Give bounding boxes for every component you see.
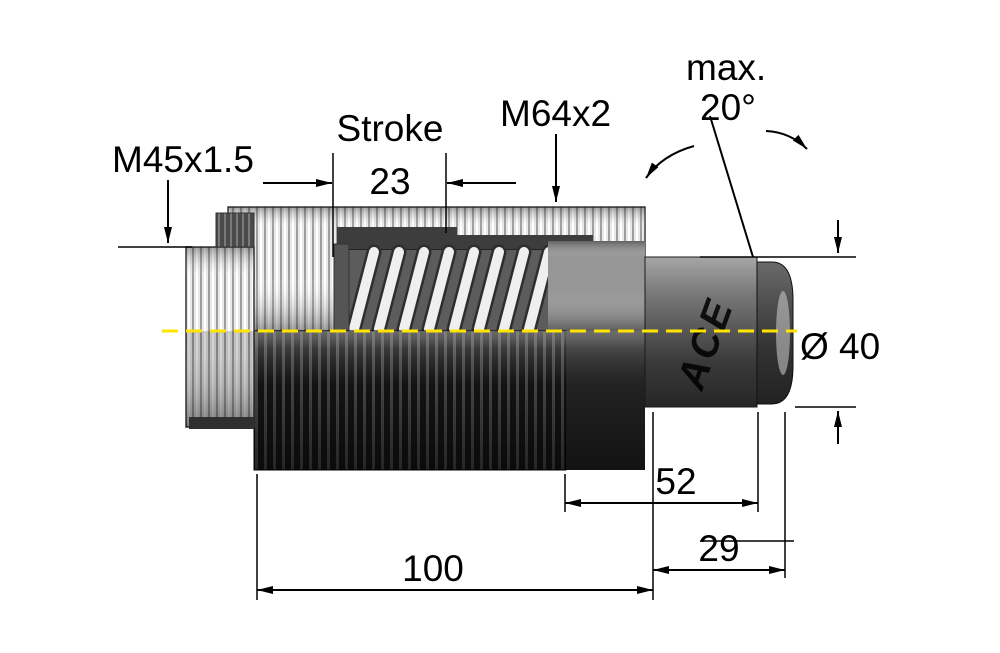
- angle-arc-arrow-right: [765, 130, 808, 150]
- length52-value: 52: [655, 461, 696, 502]
- lower-body-shading: [254, 331, 645, 470]
- left-stub-shading: [186, 247, 254, 427]
- inner-tube-section-left: [337, 227, 457, 249]
- length100-value: 100: [402, 548, 464, 589]
- stroke-label: Stroke: [337, 108, 444, 149]
- max-angle-label: max.: [686, 47, 766, 88]
- spring-coils: [349, 247, 554, 334]
- angle-arc-arrow-left: [645, 145, 695, 179]
- left-stub-bottom-edge: [189, 417, 254, 429]
- inner-guide-block-shading: [548, 241, 645, 331]
- dimension-annotations: M45x1.5 Stroke 23 M64x2 max. 20° Ø 40 10…: [112, 47, 880, 600]
- length29-value: 29: [698, 528, 739, 569]
- stroke-value: 23: [369, 161, 410, 202]
- knurled-collar: [215, 212, 255, 248]
- max-angle-value: 20°: [700, 87, 756, 128]
- piston: [333, 243, 350, 332]
- left-stub-lower-tint: [186, 331, 254, 427]
- shock-absorber-body: ACE: [185, 206, 794, 471]
- main-thread-label: M64x2: [500, 93, 611, 134]
- angle-reference-line: [709, 115, 754, 258]
- end-cap-highlight: [776, 291, 790, 375]
- diameter-label: Ø 40: [800, 326, 880, 367]
- left-thread-label: M45x1.5: [112, 139, 254, 180]
